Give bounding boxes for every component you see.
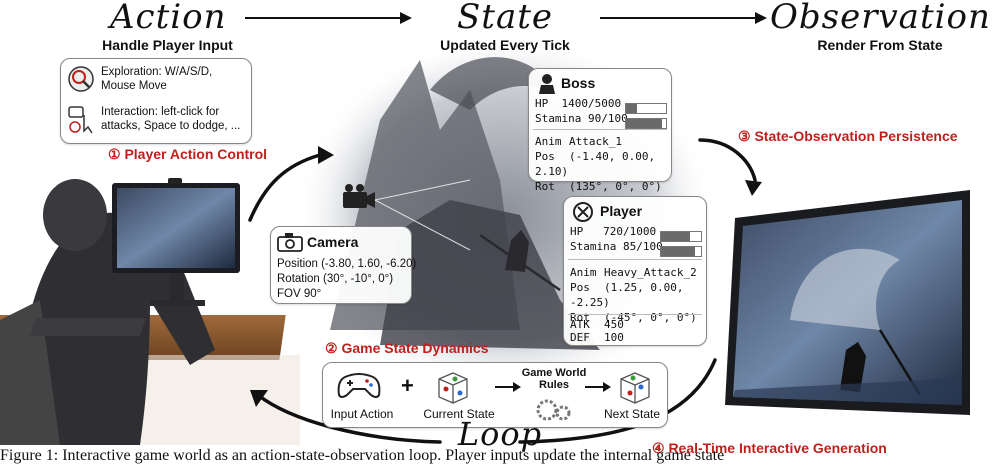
keyboard-mouse-icon xyxy=(68,66,94,92)
boss-rot-label: Rot xyxy=(535,180,555,193)
player-pos-label: Pos xyxy=(570,281,590,294)
boss-pos-value: (-1.40, 0.00, 2.10) xyxy=(535,150,656,178)
interaction-text: Interaction: left-click for attacks, Spa… xyxy=(101,106,241,132)
scene-camera-icon xyxy=(343,179,471,251)
gamepad-icon xyxy=(337,373,381,398)
boss-title: Boss xyxy=(561,75,596,91)
gears-icon xyxy=(536,399,571,421)
player-hp-bar xyxy=(660,231,702,242)
current-state-label: Current State xyxy=(423,407,495,421)
player-hp-label: HP xyxy=(570,225,584,238)
keyboard xyxy=(30,318,146,336)
header-arrows xyxy=(245,12,767,24)
person-head xyxy=(43,179,107,251)
camera-card: Camera Position (-3.80, 1.60, -6.20) Rot… xyxy=(270,226,416,304)
boss-icon xyxy=(539,74,555,94)
camera-rotation: Rotation (30°, -10°, 0°) xyxy=(277,273,394,285)
dragon-on-screen xyxy=(790,248,900,330)
boss-stamina-row: Stamina 90/100 xyxy=(535,112,628,125)
step3-label: ③ State-Observation Persistence xyxy=(738,128,958,144)
player-stamina-label: Stamina xyxy=(570,240,617,253)
boss-stamina-value: 90/100 xyxy=(587,112,628,125)
desk-monitor-screen xyxy=(117,188,235,268)
exploration-text: Exploration: W/A/S/D, Mouse Move xyxy=(101,66,213,92)
camera-fov: FOV 90° xyxy=(277,288,322,300)
player-combat-stats: ATK 450 DEF 100 xyxy=(570,318,624,344)
boss-card: Boss HP 1400/5000 Stamina 90/100 Anim Att… xyxy=(528,68,672,193)
observation-title: Observation xyxy=(770,0,991,37)
boss-pos-label: Pos xyxy=(535,150,555,163)
warrior-figure xyxy=(505,230,529,272)
plus-sign: + xyxy=(401,373,414,398)
player-def-value: 100 xyxy=(604,331,624,344)
boss-divider xyxy=(533,129,667,130)
webcam xyxy=(168,178,182,184)
player-stamina-value: 85/100 xyxy=(622,240,663,253)
boss-anim-label: Anim xyxy=(535,135,562,148)
action-title: Action xyxy=(110,0,227,37)
player-divider-2 xyxy=(568,314,702,315)
step2-label: ② Game State Dynamics xyxy=(325,340,489,356)
input-action-label: Input Action xyxy=(330,407,394,421)
player-stamina-row: Stamina 85/100 xyxy=(570,240,663,253)
player-def-label: DEF xyxy=(570,331,590,344)
chair xyxy=(0,300,60,445)
boss-stamina-bar xyxy=(625,118,667,129)
player-card: Player HP 720/1000 Stamina 85/100 Anim He… xyxy=(563,196,707,346)
boss-stats: Anim Attack_1 Pos(-1.40, 0.00, 2.10) Rot (… xyxy=(535,134,671,194)
click-interaction-icon xyxy=(68,106,93,134)
player-input-box: Exploration: W/A/S/D, Mouse Move Interac… xyxy=(60,58,252,144)
next-state-cube-icon xyxy=(620,372,650,404)
player-atk-label: ATK xyxy=(570,318,590,331)
step4-label: ④ Real-Time Interactive Generation xyxy=(652,440,887,456)
camera-position: Position (-3.80, 1.60, -6.20) xyxy=(277,258,417,270)
step1-label: ① Player Action Control xyxy=(108,146,268,162)
player-icon xyxy=(573,202,593,222)
figure-caption: Figure 1: Interactive game world as an a… xyxy=(0,447,725,464)
boss-hp-label: HP xyxy=(535,97,549,110)
boss-anim-value: Attack_1 xyxy=(569,135,622,148)
player-atk-value: 450 xyxy=(604,318,624,331)
rules-label: Game World Rules xyxy=(521,367,587,391)
player-stats: Anim Heavy_Attack_2 Pos(1.25, 0.00, -2.25… xyxy=(570,265,706,325)
action-subtitle: Handle Player Input xyxy=(102,37,233,53)
player-title: Player xyxy=(600,203,643,219)
dynamics-box: Input Action + Current State Game World … xyxy=(322,362,668,428)
camera-stats: Position (-3.80, 1.60, -6.20) Rotation (… xyxy=(277,257,416,302)
player-anim-label: Anim xyxy=(570,266,597,279)
boss-rot-value: (135°, 0°, 0°) xyxy=(569,180,662,193)
state-subtitle: Updated Every Tick xyxy=(440,37,570,53)
observation-monitor-art xyxy=(725,190,970,415)
camera-title: Camera xyxy=(307,234,359,250)
observation-subtitle: Render From State xyxy=(817,37,943,53)
player-pos-value: (1.25, 0.00, -2.25) xyxy=(570,281,684,309)
player-hp-row: HP 720/1000 xyxy=(570,225,656,238)
player-anim-value: Heavy_Attack_2 xyxy=(604,266,697,279)
boss-stamina-label: Stamina xyxy=(535,112,582,125)
player-at-desk-art xyxy=(0,178,300,445)
state-title: State xyxy=(456,0,553,37)
boss-hp-value: 1400/5000 xyxy=(561,97,622,110)
player-stamina-bar xyxy=(660,246,702,257)
dynamics-arrow-1 xyxy=(495,382,521,392)
player-hp-value: 720/1000 xyxy=(603,225,657,238)
boss-hp-bar xyxy=(625,103,667,114)
current-state-cube-icon xyxy=(438,372,468,404)
dragon-silhouette xyxy=(430,57,560,110)
arrow-heads xyxy=(250,146,762,407)
loop-label: Loop xyxy=(457,415,543,453)
background-illustration xyxy=(0,12,970,445)
player-divider-1 xyxy=(568,259,702,260)
boss-hp-row: HP 1400/5000 xyxy=(535,97,621,110)
camera-icon xyxy=(277,233,303,252)
dynamics-arrow-2 xyxy=(585,382,611,392)
next-state-label: Next State xyxy=(603,407,661,421)
